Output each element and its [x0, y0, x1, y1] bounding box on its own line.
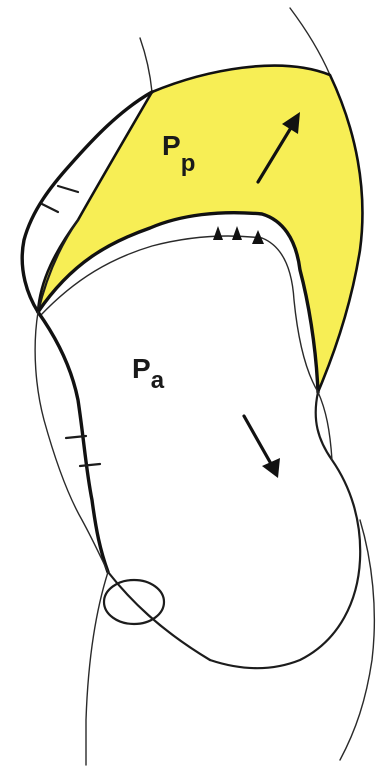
anterior-bottom-edge — [108, 572, 210, 660]
wedge-tick-2 — [232, 226, 242, 240]
label-anterior: Pa — [132, 353, 165, 394]
anterior-left-edge — [38, 312, 108, 572]
guide-line-bottom-right — [340, 520, 374, 760]
tick-lower-2 — [80, 464, 100, 466]
guide-line-top-left — [140, 38, 152, 92]
tick-upper-2 — [42, 204, 58, 212]
tick-upper-1 — [58, 186, 78, 192]
wedge-tick-1 — [213, 226, 223, 240]
arrow-down-right-icon — [244, 416, 280, 478]
label-posterior-main: P — [162, 130, 181, 161]
label-anterior-main: P — [132, 353, 151, 384]
guide-line-top-right — [290, 8, 330, 75]
label-anterior-sub: a — [151, 367, 165, 394]
anterior-right-edge — [210, 392, 360, 668]
label-posterior-sub: p — [181, 150, 196, 177]
